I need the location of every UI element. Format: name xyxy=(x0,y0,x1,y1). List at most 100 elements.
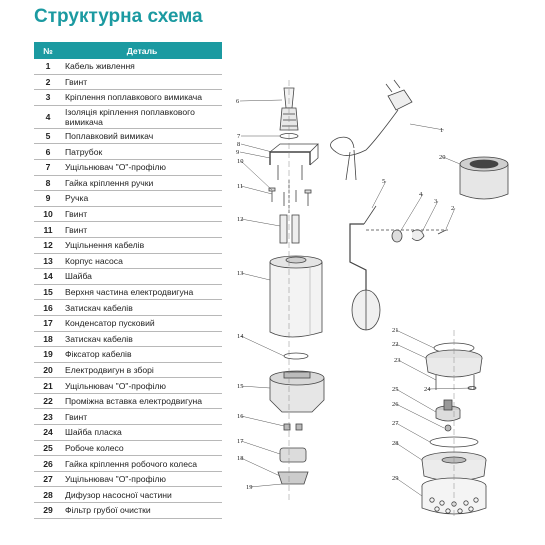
callout-label: 3 xyxy=(434,198,437,205)
callout-label: 17 xyxy=(237,438,244,445)
callout-label: 10 xyxy=(237,158,244,165)
callout-label: 6 xyxy=(236,98,240,105)
part-name: Гайка кріплення ручки xyxy=(62,175,222,192)
part-number: 6 xyxy=(34,143,62,160)
cable-clamps-drawing xyxy=(283,423,303,431)
part-name: Проміжна вставка електродвигуна xyxy=(62,393,222,410)
part-number: 2 xyxy=(34,74,62,91)
part-name: Фільтр грубої очистки xyxy=(62,502,222,519)
callout-leader xyxy=(371,180,387,209)
callout-leader xyxy=(240,160,273,191)
callout-label: 24 xyxy=(424,386,431,393)
callout-leader xyxy=(395,343,427,359)
callout-leader xyxy=(240,143,273,153)
callout-leader xyxy=(240,335,285,357)
part-name: Ізоляція кріплення поплавкового вимикача xyxy=(62,105,222,129)
callout-label: 4 xyxy=(419,191,423,198)
callout-leader xyxy=(395,477,423,497)
part-number: 8 xyxy=(34,175,62,192)
parts-table-header: № Деталь xyxy=(34,42,222,59)
part-name: Гвинт xyxy=(62,206,222,223)
part-number: 20 xyxy=(34,362,62,379)
callout-label: 12 xyxy=(237,216,244,223)
part-number: 17 xyxy=(34,315,62,332)
part-number: 27 xyxy=(34,471,62,488)
callout-leader xyxy=(442,156,461,165)
callout-label: 2 xyxy=(451,205,454,212)
part-number: 28 xyxy=(34,486,62,504)
callout-leader xyxy=(240,185,273,195)
float-switch-drawing xyxy=(349,205,381,331)
callout-label: 28 xyxy=(392,440,399,447)
callout-label: 7 xyxy=(237,133,241,140)
washer-drawing xyxy=(283,352,309,360)
pump-housing-drawing xyxy=(269,255,323,338)
part-name: Шайба xyxy=(62,268,222,285)
callout-leader xyxy=(240,457,281,477)
callout-label: 9 xyxy=(236,149,239,156)
part-number: 21 xyxy=(34,377,62,394)
callout-leader xyxy=(395,329,435,349)
callout-label: 19 xyxy=(246,484,253,491)
outlet-pipe-drawing xyxy=(279,87,299,131)
cable-fixator-drawing xyxy=(277,471,309,485)
part-number: 1 xyxy=(34,59,62,75)
part-name: Ущільнювач "О"-профілю xyxy=(62,377,222,394)
motor-assembly-drawing xyxy=(459,156,509,200)
motor-top-drawing xyxy=(269,370,325,413)
part-number: 12 xyxy=(34,237,62,254)
column-header-part: Деталь xyxy=(62,42,222,59)
part-number: 26 xyxy=(34,455,62,472)
callout-label: 11 xyxy=(237,183,243,190)
part-name: Кабель живлення xyxy=(62,59,222,75)
callout-leader xyxy=(409,123,445,131)
part-name: Верхня частина електродвигуна xyxy=(62,284,222,301)
part-name: Кріплення поплавкового вимикача xyxy=(62,89,222,106)
part-number: 24 xyxy=(34,424,62,441)
callout-leader xyxy=(395,442,423,461)
callout-label: 5 xyxy=(382,178,385,185)
part-number: 3 xyxy=(34,89,62,106)
screws-drawing xyxy=(268,187,312,206)
part-number: 25 xyxy=(34,440,62,457)
part-name: Гвинт xyxy=(62,74,222,91)
callout-label: 1 xyxy=(440,127,443,134)
part-name: Поплавковий вимикач xyxy=(62,128,222,145)
part-name: Ущільнювач "О"-профілю xyxy=(62,471,222,488)
part-name: Гвинт xyxy=(62,408,222,426)
callout-leader xyxy=(445,207,456,230)
callout-label: 15 xyxy=(237,383,244,390)
part-number: 7 xyxy=(34,159,62,176)
callout-label: 16 xyxy=(237,413,244,420)
part-name: Гвинт xyxy=(62,221,222,238)
part-name: Ручка xyxy=(62,190,222,207)
part-number: 18 xyxy=(34,331,62,348)
part-number: 15 xyxy=(34,284,62,301)
cable-seals-drawing xyxy=(279,180,300,244)
handle-drawing xyxy=(269,143,319,180)
part-name: Конденсатор пусковий xyxy=(62,315,222,332)
part-number: 10 xyxy=(34,206,62,223)
callout-leader xyxy=(240,415,285,427)
impeller-drawing xyxy=(435,399,461,422)
part-number: 9 xyxy=(34,190,62,207)
